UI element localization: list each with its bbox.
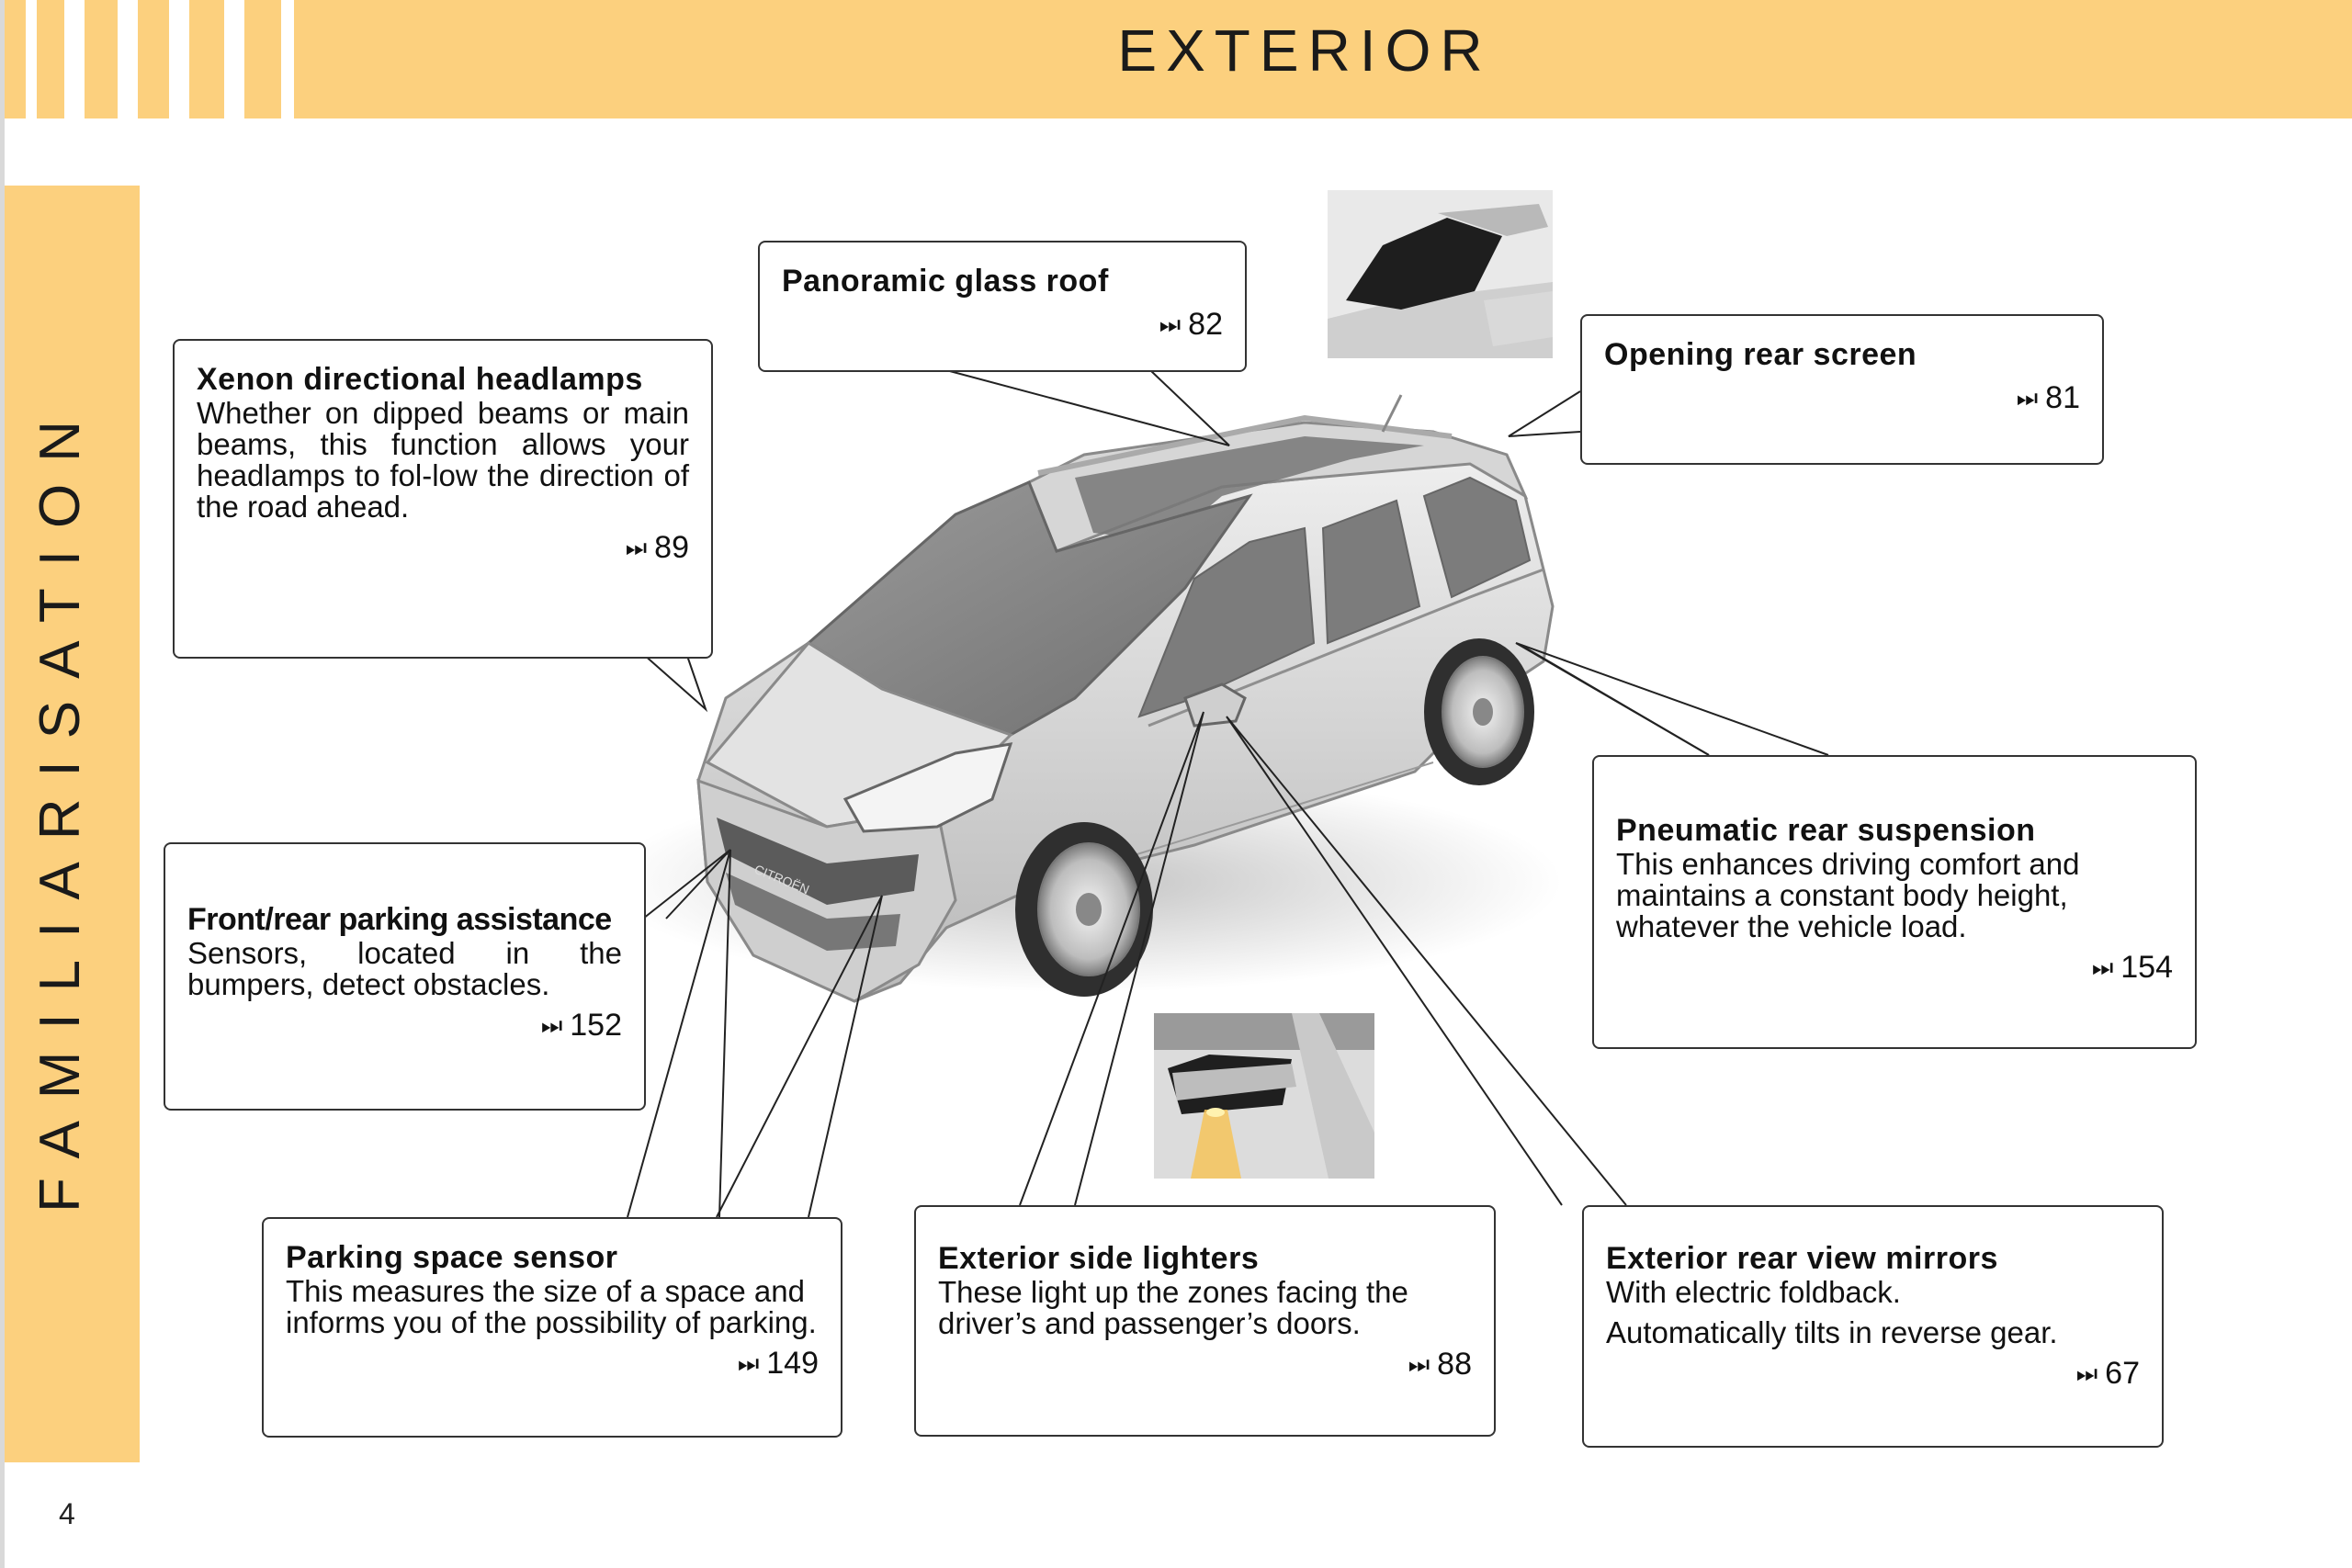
car-mirror	[1183, 682, 1247, 728]
callout-text: These light up the zones facing the driv…	[938, 1275, 1408, 1340]
car-roof-rail	[1037, 414, 1453, 476]
callout-title: Pneumatic rear suspension	[1616, 813, 2036, 848]
page-title: EXTERIOR	[1117, 17, 1492, 84]
page-link-icon: ⏭	[1159, 310, 1182, 338]
leader-parking-sensor-2	[716, 895, 883, 1218]
leader-side-lighters	[1019, 711, 1204, 1206]
car-lower-grille	[726, 873, 900, 951]
leader-mirrors	[1226, 716, 1627, 1206]
page-link-icon: ⏭	[1408, 1350, 1430, 1378]
callout-text: With electric foldback. Automatically ti…	[1606, 1277, 2140, 1348]
callout-text-line: With electric foldback.	[1606, 1275, 1901, 1309]
page-link-icon: ⏭	[625, 534, 648, 561]
callout-title: Xenon directional headlamps	[197, 362, 643, 397]
page-number: 4	[59, 1497, 75, 1530]
car-side-window-mid	[1321, 499, 1421, 645]
page-reference[interactable]: ⏭152	[540, 1008, 622, 1043]
car-antenna	[1381, 394, 1403, 433]
rear-screen-photo	[1328, 190, 1553, 358]
side-band	[5, 186, 140, 1462]
page-edge	[0, 0, 5, 1568]
header-stripes	[0, 0, 303, 118]
callout-roof: Panoramic glass roof ⏭82	[758, 241, 1247, 372]
page-link-icon: ⏭	[2091, 953, 2114, 981]
callout-title: Panoramic glass roof	[782, 264, 1109, 299]
leader-roof	[945, 369, 1230, 446]
callout-text: This enhances driving comfort and mainta…	[1616, 847, 2080, 943]
callout-text-line: Automatically tilts in reverse gear.	[1606, 1315, 2058, 1349]
callout-title: Opening rear screen	[1604, 337, 1917, 372]
leader-rear-screen	[1508, 390, 1581, 437]
page-reference[interactable]: ⏭154	[2091, 950, 2173, 985]
car-side-window-rear	[1422, 476, 1532, 599]
callout-title: Front/rear parking assistance	[187, 902, 612, 937]
callout-text: This measures the size of a space and in…	[286, 1274, 817, 1339]
callout-mirrors: Exterior rear view mirrors With electric…	[1582, 1205, 2164, 1448]
page-link-icon: ⏭	[2016, 384, 2039, 412]
callout-title: Parking space sensor	[286, 1240, 618, 1275]
callout-rear-screen: Opening rear screen ⏭81	[1580, 314, 2104, 465]
leader-suspension	[1515, 642, 1829, 756]
leader-headlamps	[642, 653, 708, 713]
car-panoramic-glass	[1075, 436, 1424, 542]
side-lighter-photo	[1154, 1013, 1374, 1179]
car-headlamp	[842, 742, 1013, 833]
callout-text: Sensors, located in the bumpers, detect …	[187, 936, 622, 1001]
car-side-window-front	[1137, 526, 1316, 718]
header-band: EXTERIOR	[0, 0, 2352, 118]
callout-title: Exterior side lighters	[938, 1241, 1260, 1276]
page-reference[interactable]: ⏭67	[2075, 1356, 2140, 1391]
car-grille	[717, 818, 919, 905]
callout-headlamps: Xenon directional headlamps Whether on d…	[173, 339, 713, 659]
leader-parking-sensor	[627, 849, 731, 1218]
page-reference[interactable]: ⏭89	[625, 530, 689, 565]
car-door-line	[1148, 568, 1544, 728]
callout-parking-sensor: Parking space sensor This measures the s…	[262, 1217, 842, 1438]
callout-parking-assist: Front/rear parking assistance Sensors, l…	[164, 842, 646, 1111]
page-link-icon: ⏭	[2075, 1359, 2098, 1387]
page-reference[interactable]: ⏭82	[1159, 307, 1223, 342]
page-reference[interactable]: ⏭88	[1408, 1347, 1472, 1382]
callout-side-lighters: Exterior side lighters These light up th…	[914, 1205, 1496, 1437]
car-front-wheel	[1015, 822, 1153, 997]
car-rear-wheel	[1424, 638, 1534, 785]
callout-title: Exterior rear view mirrors	[1606, 1241, 1998, 1276]
callout-suspension: Pneumatic rear suspension This enhances …	[1592, 755, 2197, 1049]
page-link-icon: ⏭	[540, 1011, 563, 1039]
page-reference[interactable]: ⏭149	[737, 1346, 819, 1381]
page-link-icon: ⏭	[737, 1349, 760, 1377]
page-reference[interactable]: ⏭81	[2016, 380, 2080, 415]
leader-suspension-2	[1524, 647, 1710, 756]
callout-text: Whether on dipped beams or main beams, t…	[197, 396, 689, 524]
